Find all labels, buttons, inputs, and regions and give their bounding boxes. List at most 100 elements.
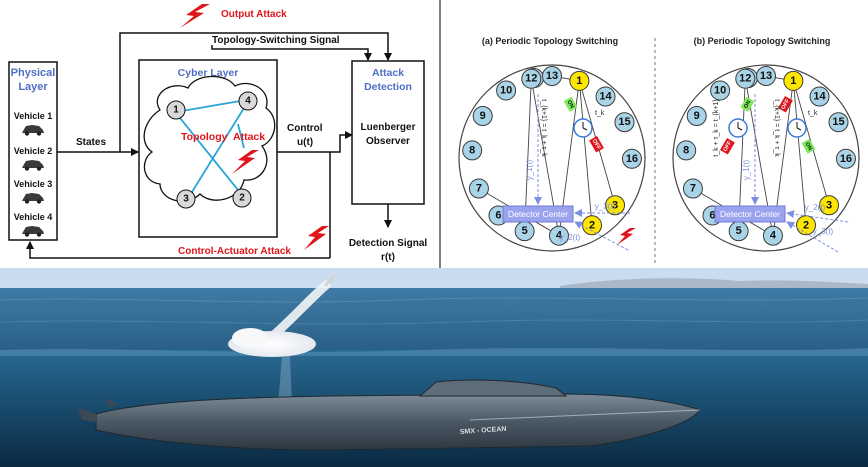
ring-node-14: 14 — [809, 86, 830, 107]
cps-attack-diagram: Physical Layer Vehicle 1 Vehicle 2 Vehic… — [0, 0, 438, 268]
ring-node-9: 9 — [472, 106, 493, 126]
control-to-detection-arrow — [330, 131, 353, 153]
cyber-node-4: 4 — [238, 91, 258, 111]
ring-node-label: 6 — [495, 209, 501, 221]
clock-icon — [787, 118, 807, 138]
cyber-node-3: 3 — [176, 189, 196, 209]
eq-right-b: t_{k+1} = t_k + τ_k — [773, 99, 780, 157]
ring-node-15: 15 — [828, 112, 849, 133]
car-icon — [22, 193, 44, 204]
ring-node-14: 14 — [595, 86, 616, 107]
eq-t-a: t_k — [595, 110, 605, 117]
ring-node-15: 15 — [614, 112, 635, 133]
ring-node-12: 12 — [735, 68, 756, 89]
ring-node-4: 4 — [548, 225, 569, 246]
off-tag-b1-label: OFF — [723, 140, 734, 153]
submarine-photo: SMX - OCEAN — [0, 268, 868, 467]
cyber-link-4-3 — [191, 107, 245, 193]
physical-layer-box: Physical Layer — [8, 61, 58, 241]
ring-node-label: 7 — [690, 183, 696, 195]
ring-node-label: 9 — [694, 110, 700, 122]
observer-label-line1: Luenberger — [360, 122, 415, 133]
signal-y2-a-label: y_2(t) — [560, 233, 581, 242]
control-label: Control — [287, 123, 323, 134]
attack-label: Attack — [233, 131, 265, 143]
on-tag-b1 — [740, 96, 755, 112]
physical-layer-title-line1: Physical — [11, 67, 56, 79]
cyber-layer-title: Cyber Layer — [178, 67, 239, 79]
topology-switching-label: Topology-Switching Signal — [212, 35, 340, 46]
off-tag-a-label: OFF — [591, 138, 602, 151]
cyber-node-4-label: 4 — [245, 96, 251, 107]
ring-node-7: 7 — [682, 178, 703, 199]
control-actuator-attack-label: Control-Actuator Attack — [178, 246, 291, 257]
vehicle-label-1: Vehicle 1 — [14, 111, 53, 121]
vehicle-list: Vehicle 1 Vehicle 2 Vehicle 3 Vehicle 4 — [14, 111, 53, 237]
signal-y2-b — [786, 210, 849, 223]
output-attack-label: Output Attack — [221, 9, 287, 20]
eq-left-a: t_{k+1} = t_k + τ_k — [540, 99, 547, 157]
ring-node-label: 8 — [683, 144, 689, 156]
ring-node-16: 16 — [835, 148, 856, 169]
ring-node-label: 15 — [618, 116, 630, 128]
cyber-node-1-label: 1 — [173, 105, 179, 116]
ring-a — [458, 64, 646, 252]
ring-node-label: 3 — [826, 199, 832, 211]
edges-a — [478, 75, 616, 237]
ring-node-5: 5 — [514, 221, 535, 242]
detector-center-b-label: Detector Center — [720, 209, 780, 219]
cyber-node-1: 1 — [166, 100, 186, 120]
lightning-bolt-icon — [617, 228, 636, 245]
ring-node-3: 3 — [819, 195, 840, 216]
detection-signal-label: Detection Signal — [349, 238, 428, 249]
ring-node-label: 15 — [832, 116, 844, 128]
ring-node-label: 1 — [790, 75, 796, 87]
clock-icon — [573, 118, 593, 138]
panel-a-title: (a) Periodic Topology Switching — [482, 36, 618, 46]
cyber-link-4-2 — [237, 123, 245, 149]
control-signal-label: u(t) — [297, 137, 313, 148]
ring-node-8: 8 — [462, 140, 483, 161]
on-tag-b1-label: ON — [743, 99, 752, 109]
attack-detection-title-line2: Detection — [364, 81, 412, 93]
submarine: SMX - OCEAN — [78, 379, 701, 451]
ring-node-label: 9 — [480, 110, 486, 122]
ring-node-label: 2 — [589, 219, 595, 231]
topology-label: Topology — [181, 131, 228, 143]
ring-node-7: 7 — [468, 178, 489, 199]
on-tag-a — [563, 96, 578, 112]
physical-layer-title-line2: Layer — [18, 81, 48, 93]
graph-edge — [792, 80, 807, 226]
output-attack-line — [119, 32, 392, 152]
ring-node-label: 14 — [599, 91, 612, 103]
ring-node-label: 16 — [626, 153, 638, 165]
ring-node-label: 3 — [612, 199, 618, 211]
cyber-layer-box — [138, 59, 278, 238]
ring-node-label: 4 — [770, 230, 777, 242]
cyber-node-2: 2 — [232, 188, 252, 208]
signal-y3-b-label: y_3(t) — [813, 227, 834, 236]
hull-text: SMX - OCEAN — [460, 426, 507, 436]
ring-node-label: 2 — [803, 219, 809, 231]
detection-signal-var: r(t) — [381, 252, 395, 263]
on-tag-b2-label: ON — [803, 141, 812, 151]
signal-y2-b-label: y_2(t) — [805, 203, 826, 212]
topology-panel-b: (b) Periodic Topology Switching 12345678… — [672, 36, 860, 253]
ring-node-2: 2 — [582, 215, 602, 236]
signal-y1-a-label: y_1(t) — [525, 159, 534, 180]
detector-center-a — [502, 205, 574, 223]
ring-node-label: 16 — [840, 153, 852, 165]
vehicle-label-3: Vehicle 3 — [14, 179, 53, 189]
lightning-bolt-icon — [180, 4, 210, 28]
ring-node-1: 1 — [569, 70, 590, 91]
detector-center-a-label: Detector Center — [508, 209, 568, 219]
graph-edge — [578, 80, 593, 226]
ring-node-label: 8 — [469, 144, 475, 156]
cyber-link-1-4 — [175, 99, 247, 113]
ring-node-label: 14 — [813, 91, 826, 103]
ring-node-label: 5 — [522, 225, 528, 237]
ring-node-label: 7 — [476, 183, 482, 195]
detector-center-b — [714, 205, 786, 223]
car-icon — [22, 125, 44, 136]
